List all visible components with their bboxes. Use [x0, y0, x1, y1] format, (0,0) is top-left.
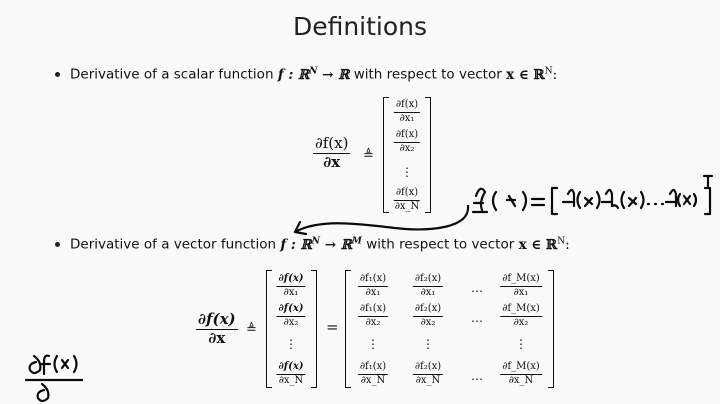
- curved-arrow: [293, 204, 470, 234]
- matrix-hdots: …: [471, 281, 483, 295]
- matrix-cell: ∂f_M(x)∂x_N: [500, 361, 542, 386]
- eq2-col-vdots: ⋮: [285, 337, 297, 351]
- bullet-mid-text: with respect to vector: [353, 66, 502, 83]
- matrix-cell: ∂f₂(x)∂x₂: [412, 303, 444, 328]
- eq2-equals: =: [326, 318, 339, 336]
- matrix-hdots: …: [471, 311, 483, 325]
- bullet-text: Derivative of a vector function: [70, 236, 277, 253]
- handwritten-partial-fraction: [24, 354, 84, 403]
- function-map: f : ℝN → ℝ: [277, 66, 350, 83]
- eq2-matrix-right-bracket: [548, 270, 554, 388]
- matrix-vdots: ⋮: [367, 337, 379, 351]
- eq1-entry: ∂f(x)∂x₂: [393, 129, 421, 154]
- bullet-scalar-derivative: Derivative of a scalar function f : ℝN →…: [55, 66, 557, 83]
- arrow-head-icon: [293, 220, 308, 236]
- vector-domain: x ∈ ℝN:: [506, 66, 558, 83]
- matrix-cell: ∂f_M(x)∂x₁: [500, 273, 542, 298]
- eq1-vdots: ⋮: [401, 165, 413, 179]
- matrix-cell: ∂f₂(x)∂x_N: [412, 361, 444, 386]
- eq2-defeq: ≜: [246, 322, 257, 337]
- eq2-lhs: ∂f(x)∂x: [196, 310, 238, 347]
- eq1-entry: ∂f(x)∂x_N: [393, 187, 421, 212]
- eq2-col-entry: ∂f(x)∂x₂: [276, 303, 306, 328]
- function-map: f : ℝN → ℝM: [280, 236, 362, 253]
- eq1-entry: ∂f(x)∂x₁: [393, 99, 421, 124]
- bullet-text: Derivative of a scalar function: [70, 66, 274, 83]
- bullet-dot: [55, 72, 60, 77]
- bullet-mid-text: with respect to vector: [366, 236, 515, 253]
- bullet-vector-derivative: Derivative of a vector function f : ℝN →…: [55, 236, 570, 253]
- matrix-cell: ∂f₁(x)∂x₁: [357, 273, 389, 298]
- matrix-hdots: …: [471, 369, 483, 383]
- matrix-cell: ∂f₂(x)∂x₁: [412, 273, 444, 298]
- matrix-cell: ∂f_M(x)∂x₂: [500, 303, 542, 328]
- matrix-vdots: ⋮: [422, 337, 434, 351]
- eq2-col-entry: ∂f(x)∂x₁: [276, 273, 306, 298]
- eq1-lhs: ∂f(x)∂x: [313, 134, 351, 171]
- vector-domain: x ∈ ℝN:: [518, 236, 570, 253]
- handwritten-vector-definition: [471, 174, 714, 216]
- eq1-right-bracket: [425, 97, 431, 213]
- eq2-col-right-bracket: [311, 270, 317, 388]
- eq2-matrix-left-bracket: [345, 270, 351, 388]
- eq2-col-left-bracket: [266, 270, 272, 388]
- eq1-left-bracket: [383, 97, 389, 213]
- matrix-cell: ∂f₁(x)∂x_N: [357, 361, 389, 386]
- eq2-col-entry: ∂f(x)∂x_N: [276, 361, 306, 386]
- matrix-cell: ∂f₁(x)∂x₂: [357, 303, 389, 328]
- slide-title: Definitions: [292, 12, 428, 41]
- bullet-dot: [55, 242, 60, 247]
- eq1-defeq: ≜: [363, 148, 374, 163]
- matrix-vdots: ⋮: [515, 337, 527, 351]
